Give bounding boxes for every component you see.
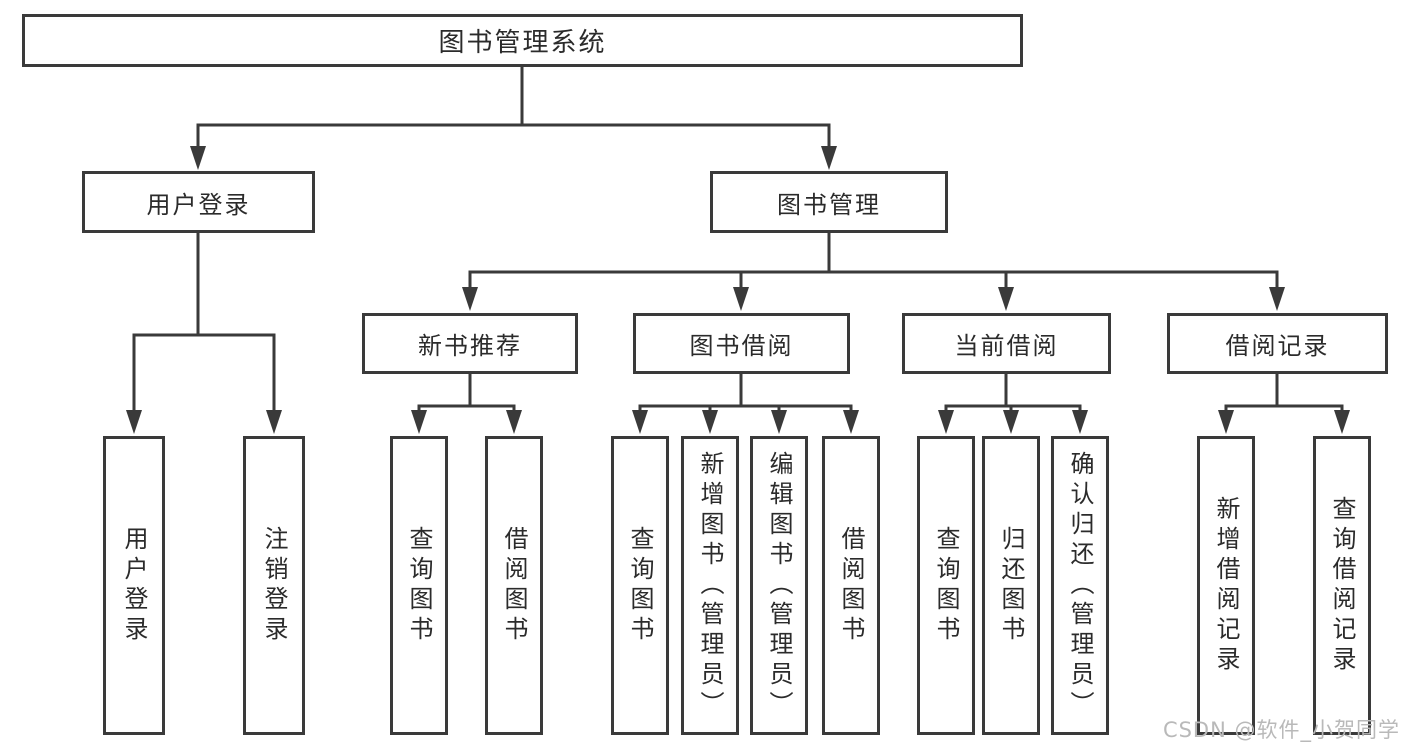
edge-root-bus: [196, 67, 831, 160]
node-leaf-user-login: 用户登录: [103, 436, 165, 735]
node-label: 新书推荐: [418, 332, 522, 360]
edge-login-bus: [132, 233, 276, 422]
arrow-icon: [1269, 287, 1285, 311]
node-label: 查询图书: [626, 525, 654, 646]
edge-mgmt-bus: [468, 233, 1279, 300]
node-label: 确认归还（管理员）: [1066, 450, 1094, 721]
node-label: 新增图书（管理员）: [696, 450, 724, 721]
node-leaf-query-books-1: 查询图书: [390, 436, 448, 735]
node-library-management-system: 图书管理系统: [22, 14, 1023, 67]
node-label: 当前借阅: [954, 332, 1059, 360]
node-label: 归还图书: [997, 525, 1025, 646]
node-label: 注销登录: [260, 525, 288, 646]
node-new-book-recommendation: 新书推荐: [362, 313, 578, 374]
arrow-icon: [632, 410, 648, 434]
arrow-icon: [266, 410, 282, 434]
node-leaf-logout: 注销登录: [243, 436, 305, 735]
node-user-login-branch: 用户登录: [82, 171, 315, 233]
edge-record-bus: [1224, 374, 1344, 422]
arrow-icon: [821, 146, 837, 170]
node-label: 借阅图书: [837, 525, 865, 646]
arrow-icon: [126, 410, 142, 434]
arrow-icon: [506, 410, 522, 434]
arrow-icon: [1334, 410, 1350, 434]
arrow-icon: [462, 287, 478, 311]
node-label: 图书借阅: [689, 332, 794, 360]
node-current-borrowing: 当前借阅: [902, 313, 1111, 374]
node-leaf-query-borrow-record: 查询借阅记录: [1313, 436, 1371, 735]
arrow-icon: [411, 410, 427, 434]
arrow-icon: [1072, 410, 1088, 434]
edge-borrow-bus: [638, 374, 853, 422]
node-label: 查询图书: [405, 525, 433, 646]
node-label: 查询图书: [932, 525, 960, 646]
node-label: 借阅图书: [500, 525, 528, 646]
arrow-icon: [843, 410, 859, 434]
node-label: 新增借阅记录: [1212, 495, 1240, 676]
arrow-icon: [998, 287, 1014, 311]
arrow-icon: [702, 410, 718, 434]
arrow-icon: [733, 287, 749, 311]
node-label: 图书管理系统: [438, 28, 607, 58]
node-leaf-borrow-books-2: 借阅图书: [822, 436, 880, 735]
arrow-icon: [190, 146, 206, 170]
node-label: 用户登录: [120, 525, 148, 646]
edge-newbook-bus: [417, 374, 516, 422]
node-label: 编辑图书（管理员）: [765, 450, 793, 721]
node-borrowing-records: 借阅记录: [1167, 313, 1388, 374]
node-leaf-edit-books-admin: 编辑图书（管理员）: [750, 436, 808, 735]
node-leaf-confirm-return-admin: 确认归还（管理员）: [1051, 436, 1109, 735]
node-leaf-borrow-books-1: 借阅图书: [485, 436, 543, 735]
arrow-icon: [938, 410, 954, 434]
node-label: 查询借阅记录: [1328, 495, 1356, 676]
node-leaf-add-books-admin: 新增图书（管理员）: [681, 436, 739, 735]
node-label: 用户登录: [146, 190, 251, 219]
node-leaf-return-books: 归还图书: [982, 436, 1040, 735]
node-label: 借阅记录: [1225, 332, 1330, 360]
node-leaf-query-books-2: 查询图书: [611, 436, 669, 735]
node-leaf-query-books-3: 查询图书: [917, 436, 975, 735]
arrow-icon: [1218, 410, 1234, 434]
csdn-watermark: CSDN @软件_小贺同学: [1162, 718, 1400, 742]
node-book-borrowing: 图书借阅: [633, 313, 850, 374]
arrow-icon: [1003, 410, 1019, 434]
node-leaf-add-borrow-record: 新增借阅记录: [1197, 436, 1255, 735]
arrow-icon: [771, 410, 787, 434]
node-book-management-branch: 图书管理: [710, 171, 948, 233]
node-label: 图书管理: [777, 190, 881, 219]
arrowheads: [126, 146, 1350, 434]
